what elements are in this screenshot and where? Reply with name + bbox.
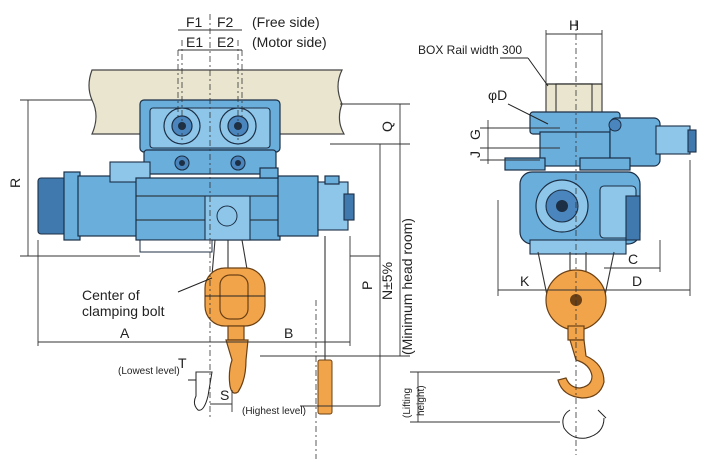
front-view: H BOX Rail width 300 φD J G C K D (Lifti… xyxy=(402,17,697,455)
drum-center xyxy=(204,195,251,241)
front-hook xyxy=(557,339,605,399)
label-lifting-height2: height) xyxy=(416,385,427,416)
motor-fan-cover xyxy=(37,177,67,235)
label-motor-side: (Motor side) xyxy=(252,34,327,50)
label-p: P xyxy=(359,281,375,290)
label-lowest-level: (Lowest level) xyxy=(118,366,180,377)
label-lifting-height1: (Lifting xyxy=(402,388,413,418)
label-a: A xyxy=(120,325,130,341)
label-b: B xyxy=(284,325,293,341)
label-f2: F2 xyxy=(217,14,234,30)
front-motor-end xyxy=(655,125,691,155)
label-d: D xyxy=(632,273,642,289)
label-e1: E1 xyxy=(186,34,203,50)
label-q: Q xyxy=(379,121,395,132)
control-box-cap xyxy=(343,193,355,221)
side-view: F1 F2 E1 E2 (Free side) (Motor side) R Q… xyxy=(7,14,415,459)
label-f1: F1 xyxy=(186,14,203,30)
motor-body xyxy=(77,175,139,237)
label-g: G xyxy=(467,129,483,140)
bottom-bracket xyxy=(139,239,213,253)
drum-end xyxy=(277,175,319,237)
gear-housing xyxy=(109,161,151,183)
label-k: K xyxy=(520,273,530,289)
label-c: C xyxy=(628,251,638,267)
label-h: H xyxy=(569,17,579,33)
label-box-rail: BOX Rail width 300 xyxy=(418,43,522,57)
label-r: R xyxy=(7,178,23,188)
label-t: T xyxy=(178,355,187,371)
label-center-line2: clamping bolt xyxy=(82,303,165,319)
label-center-line1: Center of xyxy=(82,287,140,303)
front-trolley-top xyxy=(529,111,621,135)
label-min-head-room: (Minimum head room) xyxy=(399,218,415,355)
hook-side xyxy=(225,339,249,394)
label-e2: E2 xyxy=(217,34,234,50)
label-j: J xyxy=(467,151,483,158)
label-phi-d: φD xyxy=(488,87,507,103)
pendant-switch xyxy=(317,359,333,415)
label-free-side: (Free side) xyxy=(252,14,320,30)
label-n: N±5% xyxy=(379,262,395,300)
label-s: S xyxy=(220,387,229,403)
front-side-bracket xyxy=(504,157,546,171)
label-highest-level: (Highest level) xyxy=(242,406,306,417)
